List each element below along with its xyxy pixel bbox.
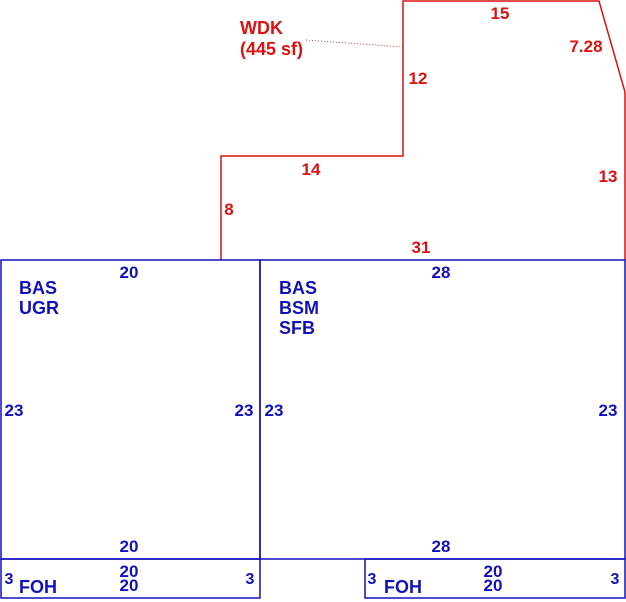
right-section-code-3: SFB xyxy=(279,318,315,338)
right-porch-code: FOH xyxy=(384,577,422,597)
right-section-dim-right: 23 xyxy=(599,401,618,420)
right-porch-dim-bottom: 20 xyxy=(484,576,503,595)
deck-outline xyxy=(220,0,626,260)
deck-dim-top: 15 xyxy=(491,4,510,23)
left-porch-outline xyxy=(0,558,261,599)
right-porch-dim-top: 20 xyxy=(484,562,503,581)
deck-dim-bottom: 31 xyxy=(412,238,431,257)
left-section-dim-top: 20 xyxy=(120,263,139,282)
right-section[interactable]: BAS BSM SFB 28 23 23 28 xyxy=(259,259,626,560)
right-porch[interactable]: 3 FOH 20 20 3 xyxy=(364,558,626,599)
right-section-dim-left: 23 xyxy=(265,401,284,420)
left-porch-dim-left: 3 xyxy=(5,571,14,588)
deck-label-leader xyxy=(305,39,404,48)
left-section-dim-right: 23 xyxy=(235,401,254,420)
left-porch-code: FOH xyxy=(19,577,57,597)
left-section[interactable]: BAS UGR 20 23 23 20 xyxy=(0,259,261,560)
left-porch[interactable]: 3 FOH 20 20 3 xyxy=(0,558,261,599)
deck-dim-right: 13 xyxy=(599,167,618,186)
left-porch-dim-top: 20 xyxy=(120,562,139,581)
left-porch-dim-right: 3 xyxy=(246,571,255,588)
deck-dim-mid-step: 14 xyxy=(302,160,321,179)
right-porch-outline xyxy=(364,558,626,599)
right-section-dim-bottom: 28 xyxy=(432,537,451,556)
deck-dim-lower-left: 8 xyxy=(224,200,233,219)
left-section-code-2: UGR xyxy=(19,298,59,318)
right-section-code-2: BSM xyxy=(279,298,319,318)
right-section-dim-top: 28 xyxy=(432,263,451,282)
deck-code-label: WDK xyxy=(240,18,283,38)
deck-dim-angled: 7.28 xyxy=(569,37,602,56)
deck-area-label: (445 sf) xyxy=(240,39,303,59)
left-section-dim-bottom: 20 xyxy=(120,537,139,556)
left-porch-dim-bottom: 20 xyxy=(120,576,139,595)
left-section-dim-left: 23 xyxy=(5,401,24,420)
right-porch-dim-right: 3 xyxy=(611,571,620,588)
left-section-code-1: BAS xyxy=(19,278,57,298)
deck-dim-upper-left: 12 xyxy=(409,69,428,88)
right-section-code-1: BAS xyxy=(279,278,317,298)
deck-area[interactable]: WDK (445 sf) 15 7.28 12 14 13 8 31 xyxy=(220,0,626,260)
right-porch-dim-left: 3 xyxy=(368,571,377,588)
